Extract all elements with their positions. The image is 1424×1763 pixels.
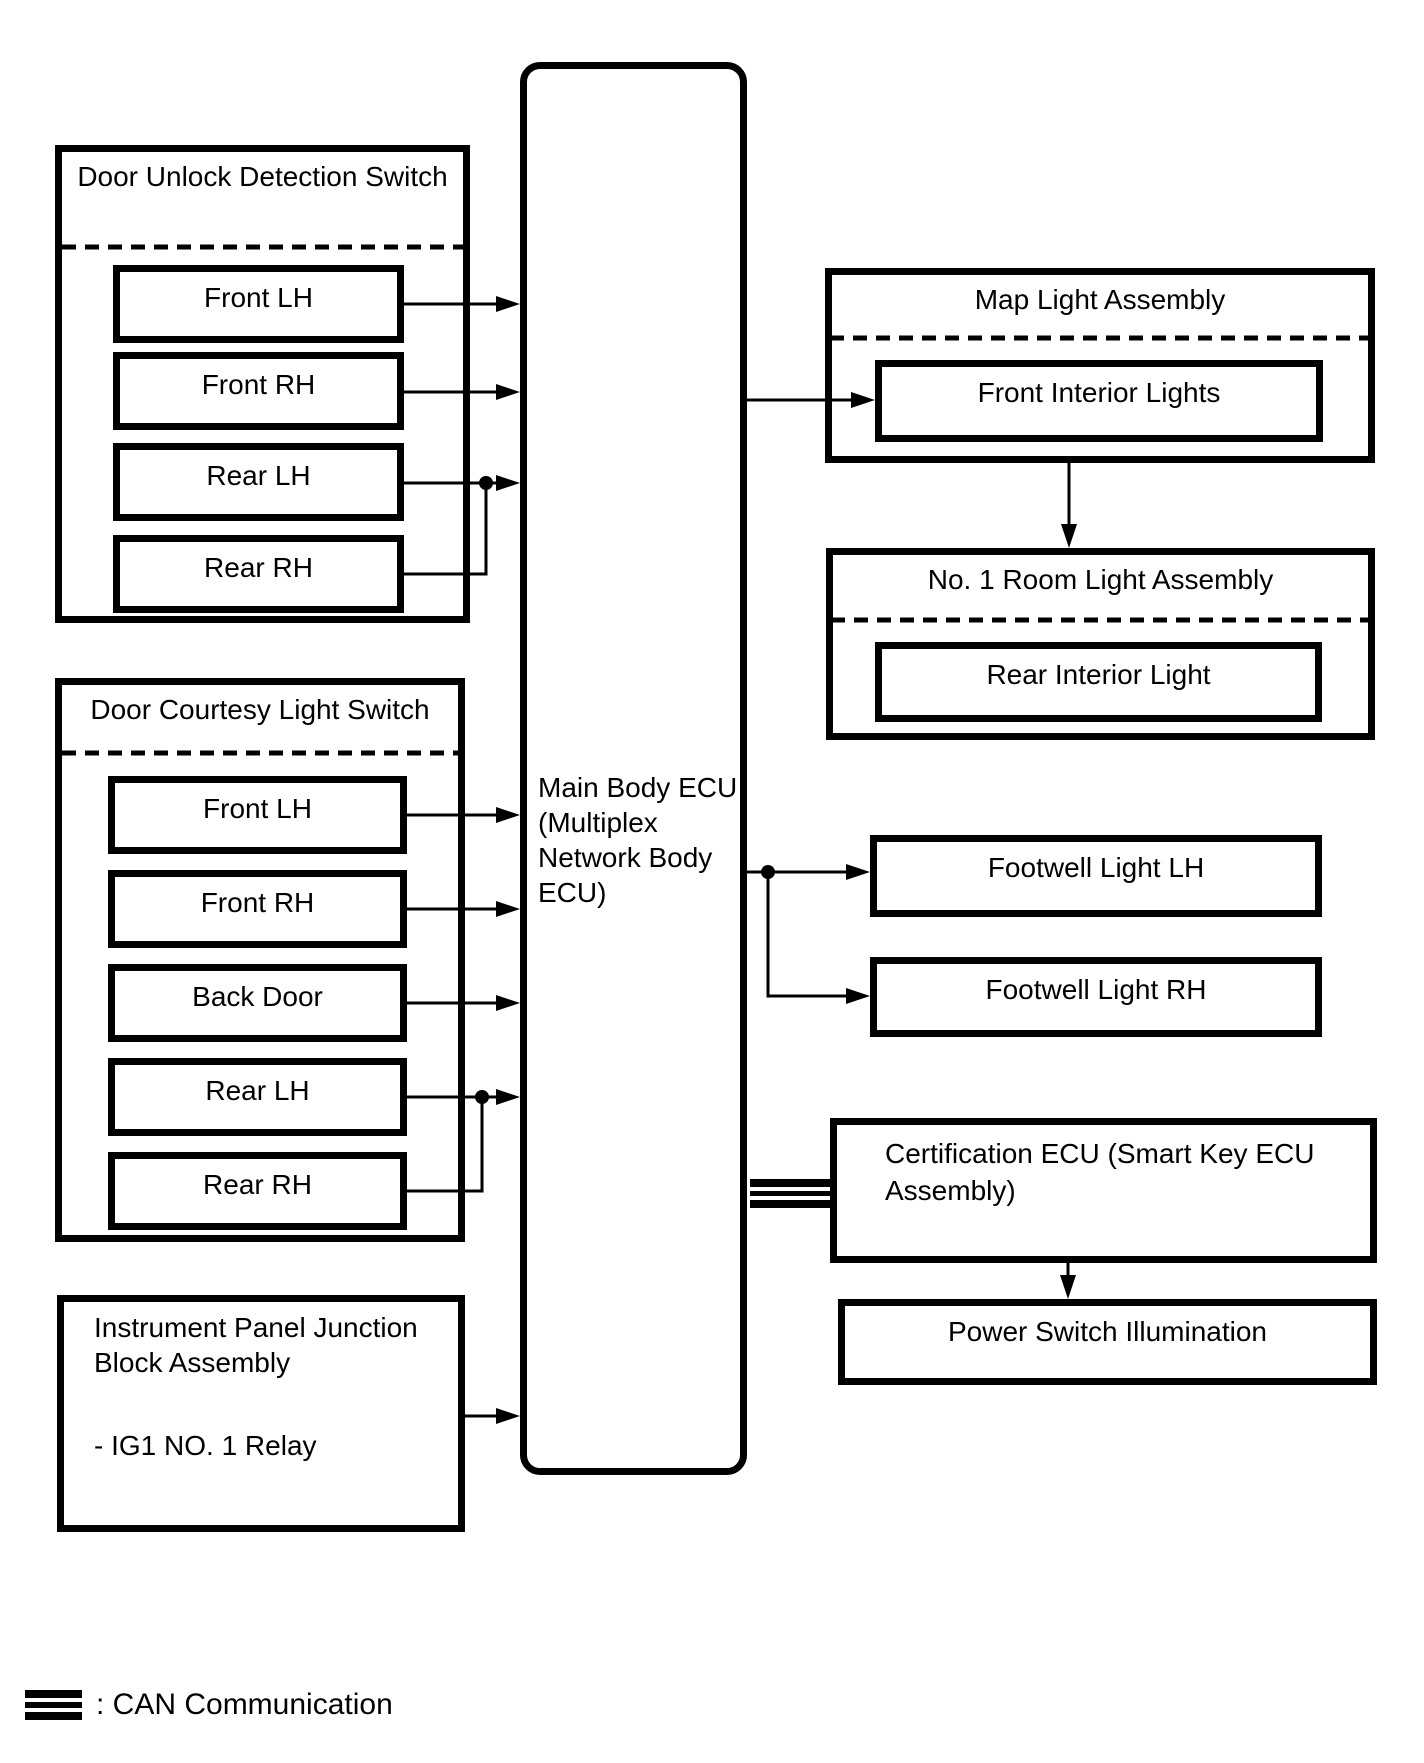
front-interior-lights-box: Front Interior Lights bbox=[875, 360, 1323, 442]
main-body-ecu-box bbox=[520, 62, 747, 1475]
door-unlock-front-lh-box: Front LH bbox=[113, 265, 404, 343]
can-communication-link bbox=[750, 1179, 830, 1208]
door-courtesy-back-door-box: Back Door bbox=[108, 964, 407, 1042]
junction-block-box: Instrument Panel Junction Block Assembly… bbox=[57, 1295, 465, 1532]
door-unlock-detection-switch-box: Door Unlock Detection Switch bbox=[55, 145, 470, 623]
junction-block-relay-label: - IG1 NO. 1 Relay bbox=[94, 1430, 317, 1461]
door-unlock-front-rh-box: Front RH bbox=[113, 352, 404, 430]
map-light-title: Map Light Assembly bbox=[974, 284, 1226, 315]
can-bus-icon bbox=[25, 1690, 82, 1720]
junction-block-title: Instrument Panel Junction Block Assembly bbox=[94, 1312, 418, 1378]
room-light-title: No. 1 Room Light Assembly bbox=[927, 564, 1274, 595]
certification-ecu-label: Certification ECU (Smart Key ECU Assembl… bbox=[885, 1138, 1315, 1206]
footwell-light-lh-box: Footwell Light LH bbox=[870, 835, 1322, 917]
door-courtesy-rear-rh-box: Rear RH bbox=[108, 1152, 407, 1230]
legend-text: : CAN Communication bbox=[96, 1688, 393, 1721]
rear-interior-light-box: Rear Interior Light bbox=[875, 642, 1322, 722]
door-courtesy-title: Door Courtesy Light Switch bbox=[90, 694, 430, 725]
door-unlock-rear-rh-box: Rear RH bbox=[113, 535, 404, 613]
door-courtesy-front-rh-box: Front RH bbox=[108, 870, 407, 948]
map-light-assembly-box: Map Light Assembly bbox=[825, 268, 1375, 463]
footwell-light-rh-box: Footwell Light RH bbox=[870, 957, 1322, 1037]
power-switch-illumination-box: Power Switch Illumination bbox=[838, 1299, 1377, 1385]
main-body-ecu-label: Main Body ECU (Multiplex Network Body EC… bbox=[538, 772, 738, 908]
door-unlock-title: Door Unlock Detection Switch bbox=[77, 161, 448, 192]
certification-ecu-box: Certification ECU (Smart Key ECU Assembl… bbox=[830, 1118, 1377, 1263]
door-courtesy-rear-lh-box: Rear LH bbox=[108, 1058, 407, 1136]
room-light-assembly-box: No. 1 Room Light Assembly bbox=[826, 548, 1375, 740]
door-courtesy-light-switch-box: Door Courtesy Light Switch bbox=[55, 678, 465, 1242]
legend: : CAN Communication bbox=[25, 1688, 393, 1722]
door-unlock-rear-lh-box: Rear LH bbox=[113, 443, 404, 521]
door-courtesy-front-lh-box: Front LH bbox=[108, 776, 407, 854]
